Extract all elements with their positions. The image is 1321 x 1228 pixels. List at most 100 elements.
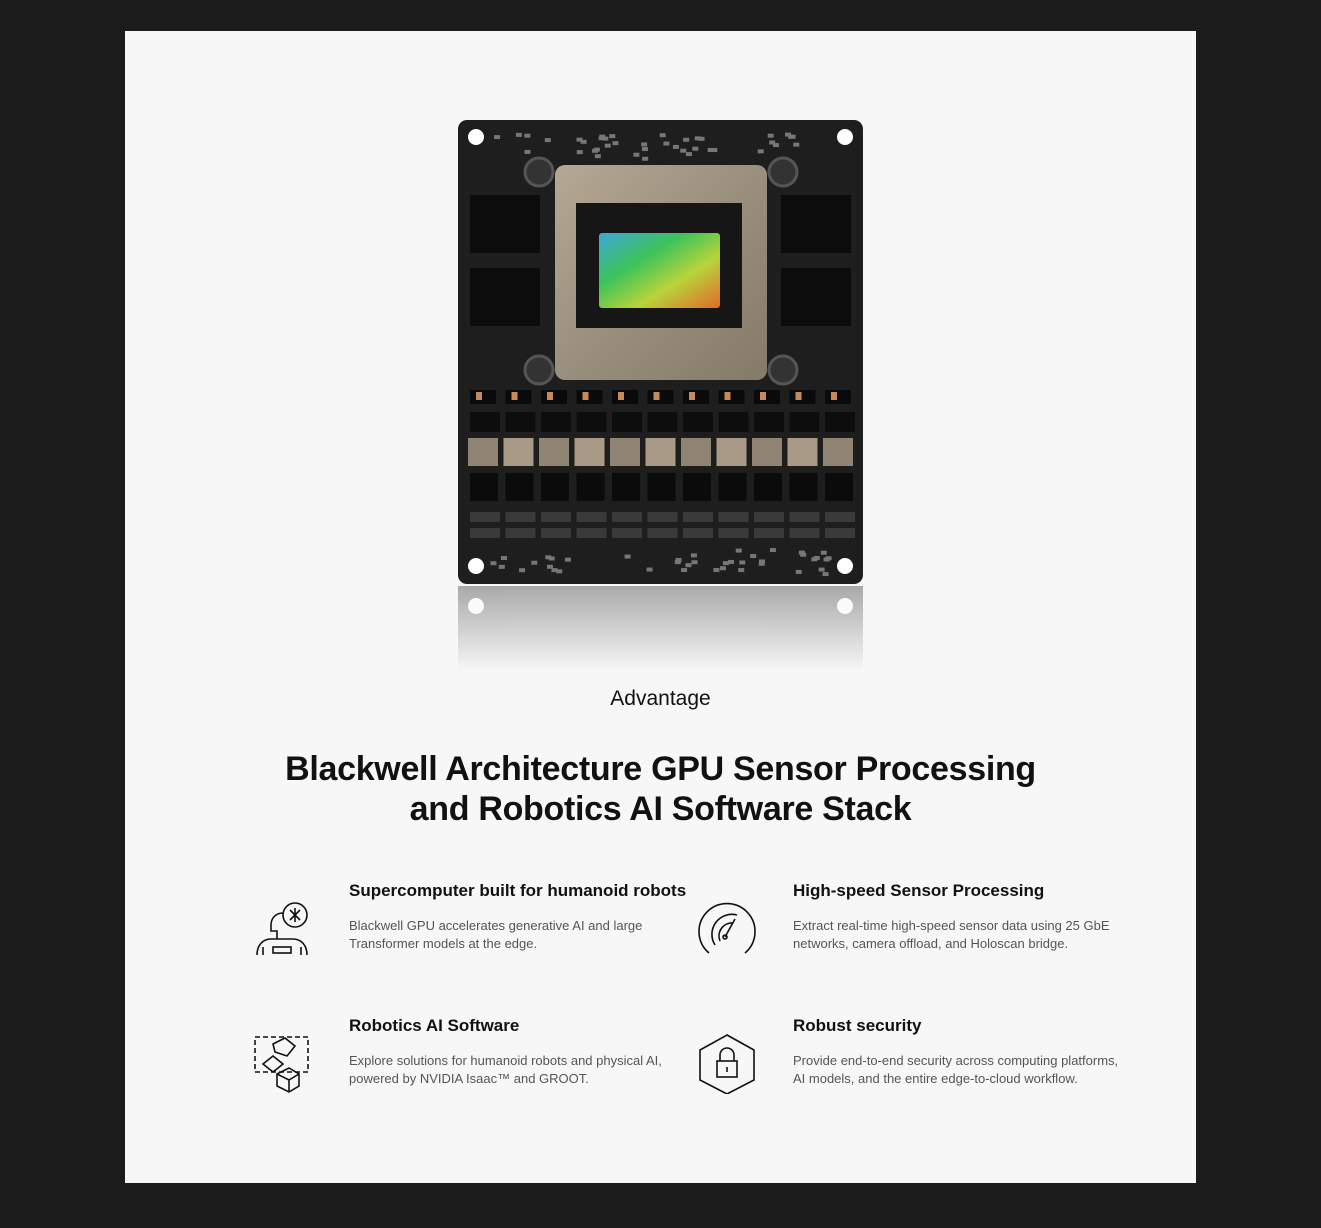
board-component [512, 392, 518, 400]
board-component [758, 149, 764, 153]
board-component [692, 560, 698, 564]
board-component [708, 148, 714, 152]
board-component [685, 563, 691, 567]
board-component [796, 570, 802, 574]
board-component [575, 438, 605, 466]
board-component [612, 412, 642, 432]
feature-title: High-speed Sensor Processing [793, 881, 1044, 901]
board-component [577, 512, 607, 522]
board-component [576, 138, 582, 142]
board-component [648, 390, 674, 404]
board-component [825, 512, 855, 522]
board-component [788, 438, 818, 466]
board-component [541, 512, 571, 522]
board-component [577, 528, 607, 538]
board-component [524, 134, 530, 138]
board-component [470, 528, 500, 538]
feature-description: Explore solutions for humanoid robots an… [349, 1052, 689, 1088]
board-component [683, 473, 711, 501]
board-component [750, 554, 756, 558]
board-component [556, 569, 562, 573]
feature-title: Robotics AI Software [349, 1016, 519, 1036]
feature-title: Robust security [793, 1016, 921, 1036]
board-component [612, 512, 642, 522]
board-component [683, 412, 713, 432]
board-component [605, 144, 611, 148]
board-component [499, 565, 505, 569]
board-component [754, 512, 784, 522]
board-component [646, 438, 676, 466]
board-component [545, 138, 551, 142]
board-component [618, 392, 624, 400]
board-component [821, 551, 827, 555]
board-component [612, 390, 638, 404]
board-component [565, 558, 571, 562]
board-component [796, 392, 802, 400]
board-component [723, 561, 729, 565]
board-component [689, 392, 695, 400]
board-component [663, 142, 669, 146]
page-title: Blackwell Architecture GPU Sensor Proces… [125, 749, 1196, 829]
board-component [612, 473, 640, 501]
board-component [825, 390, 851, 404]
board-component [506, 512, 536, 522]
board-component [501, 556, 507, 560]
feature-description: Extract real-time high-speed sensor data… [793, 917, 1133, 953]
board-component [823, 572, 829, 576]
board-component [770, 548, 776, 552]
board-component [738, 568, 744, 572]
board-component [545, 555, 551, 559]
board-component [719, 412, 749, 432]
board-component [790, 473, 818, 501]
board-component [470, 473, 498, 501]
board-component [754, 528, 784, 538]
board-component [613, 141, 619, 145]
board-component [541, 412, 571, 432]
board-component [470, 512, 500, 522]
board-reflection [458, 586, 863, 676]
robotics-software-icon [253, 1034, 313, 1094]
board-component [470, 412, 500, 432]
board-component [793, 143, 799, 147]
board-component [470, 390, 496, 404]
board-component [790, 390, 816, 404]
board-component [642, 147, 648, 151]
board-component [642, 157, 648, 161]
board-component [736, 549, 742, 553]
board-component [468, 438, 498, 466]
board-component [692, 147, 698, 151]
board-component [717, 438, 747, 466]
gpu-module-image [458, 120, 863, 584]
board-component [641, 142, 647, 146]
board-component [683, 512, 713, 522]
board-component [612, 528, 642, 538]
board-component [831, 392, 837, 400]
board-component [719, 390, 745, 404]
board-component [547, 392, 553, 400]
board-component [683, 528, 713, 538]
board-component [739, 560, 745, 564]
board-component [673, 145, 679, 149]
board-component [476, 392, 482, 400]
board-component [825, 412, 855, 432]
board-component [577, 412, 607, 432]
feature-title: Supercomputer built for humanoid robots [349, 881, 686, 901]
board-component [773, 143, 779, 147]
board-component [541, 390, 567, 404]
board-component [683, 138, 689, 142]
board-component [759, 559, 765, 563]
board-component [691, 553, 697, 557]
board-component [825, 473, 853, 501]
board-component [790, 512, 820, 522]
board-component [824, 557, 830, 561]
title-line-2: and Robotics AI Software Stack [125, 789, 1196, 829]
board-component [541, 473, 569, 501]
board-component [760, 392, 766, 400]
board-component [583, 392, 589, 400]
board-component [823, 438, 853, 466]
board-component [752, 438, 782, 466]
content-panel: Advantage Blackwell Architecture GPU Sen… [125, 31, 1196, 1183]
board-component [719, 528, 749, 538]
board-component [577, 150, 583, 154]
section-label: Advantage [125, 687, 1196, 711]
